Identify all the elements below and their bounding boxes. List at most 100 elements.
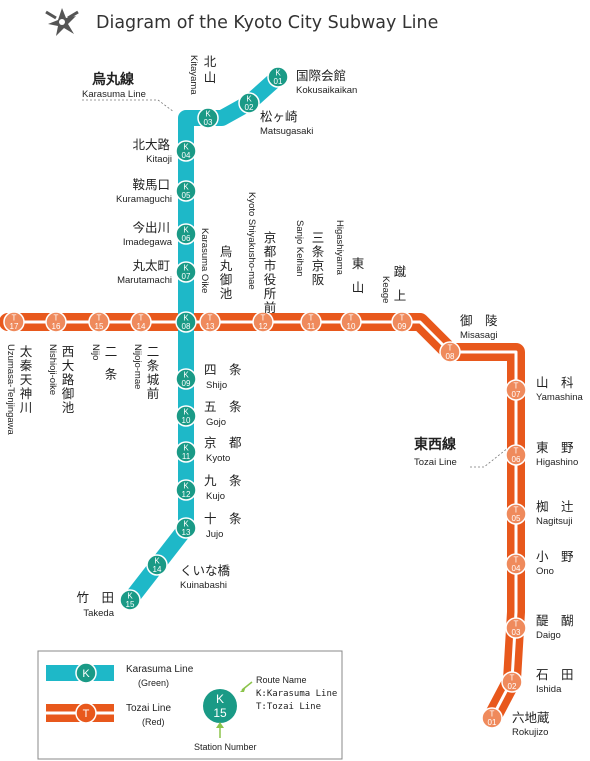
svg-text:15: 15 — [95, 322, 104, 331]
station-badge[interactable]: K09 — [175, 368, 197, 390]
station-badge[interactable]: K04 — [175, 140, 197, 162]
svg-text:K: K — [275, 69, 281, 78]
svg-text:04: 04 — [182, 151, 191, 160]
svg-text:11: 11 — [182, 452, 191, 461]
station-name-en: Kokusaikaikan — [296, 85, 357, 96]
station-badge[interactable]: K01 — [267, 66, 289, 88]
svg-text:13: 13 — [206, 322, 215, 331]
svg-text:路: 路 — [62, 372, 75, 387]
station-badge[interactable]: K08 — [175, 311, 197, 333]
svg-text:K: K — [183, 226, 189, 235]
station-badge[interactable]: T15 — [88, 311, 110, 333]
svg-text:15: 15 — [126, 600, 135, 609]
station-name-en: Kyoto — [206, 453, 230, 464]
station-badge[interactable]: K03 — [197, 107, 219, 129]
station-badge[interactable]: T11 — [300, 311, 322, 333]
svg-text:01: 01 — [274, 77, 283, 86]
svg-text:09: 09 — [182, 379, 191, 388]
station-badge[interactable]: K15 — [119, 589, 141, 611]
station-badge[interactable]: K05 — [175, 180, 197, 202]
station-badge[interactable]: T16 — [45, 311, 67, 333]
station-badge[interactable]: T06 — [505, 444, 527, 466]
station-badge[interactable]: K12 — [175, 479, 197, 501]
station-badge[interactable]: T13 — [199, 311, 221, 333]
svg-text:都: 都 — [264, 244, 277, 259]
station-badge[interactable]: T03 — [505, 617, 527, 639]
karasuma-line-name-en: Karasuma Line — [82, 89, 146, 100]
tozai-station[interactable]: T01 六地蔵 Rokujizo — [481, 707, 550, 738]
tozai-station[interactable]: T13 — [199, 311, 221, 333]
station-badge[interactable]: T12 — [252, 311, 274, 333]
station-badge[interactable]: K14 — [146, 554, 168, 576]
station-badge[interactable]: T05 — [505, 503, 527, 525]
station-name-en: Jujo — [206, 529, 223, 540]
station-name-en: Yamashina — [536, 392, 584, 403]
station-badge[interactable]: T09 — [391, 311, 413, 333]
station-badge[interactable]: K10 — [175, 405, 197, 427]
svg-text:条: 条 — [147, 358, 160, 373]
station-badge[interactable]: T14 — [130, 311, 152, 333]
station-badge[interactable]: T10 — [340, 311, 362, 333]
station-badge[interactable]: T17 — [3, 311, 25, 333]
station-badge[interactable]: K07 — [175, 261, 197, 283]
station-name-en: Rokujizo — [512, 727, 548, 738]
svg-text:K: K — [246, 95, 252, 104]
station-badge[interactable]: K02 — [238, 92, 260, 114]
station-badge[interactable]: K06 — [175, 223, 197, 245]
station-badge[interactable]: T08 — [439, 341, 461, 363]
svg-text:池: 池 — [62, 400, 75, 415]
station-name-en: Kyoto Shiyakusho-mae — [246, 192, 257, 290]
station-badge[interactable]: T02 — [501, 671, 523, 693]
svg-text:01: 01 — [488, 718, 497, 727]
svg-text:二: 二 — [147, 344, 160, 359]
station-name-ja: 六地蔵 — [512, 710, 550, 725]
tozai-line-name-ja: 東西線 — [414, 436, 456, 453]
station-name-en: Sanjo Keihan — [294, 220, 305, 277]
station-badge[interactable]: T07 — [505, 379, 527, 401]
svg-text:K: K — [183, 482, 189, 491]
svg-text:条: 条 — [105, 366, 118, 381]
svg-text:京: 京 — [264, 230, 277, 245]
station-badge[interactable]: K13 — [175, 517, 197, 539]
svg-text:K: K — [205, 110, 211, 119]
svg-text:山: 山 — [204, 70, 217, 85]
svg-text:前: 前 — [264, 300, 277, 315]
station-name-ja: 二条 — [105, 344, 118, 381]
station-name-ja: 東山 — [352, 256, 365, 295]
station-badge[interactable]: T01 — [481, 707, 503, 729]
legend-karasuma-label: Karasuma Line — [126, 664, 194, 675]
station-badge[interactable]: T04 — [505, 553, 527, 575]
station-badge[interactable]: K11 — [175, 441, 197, 463]
